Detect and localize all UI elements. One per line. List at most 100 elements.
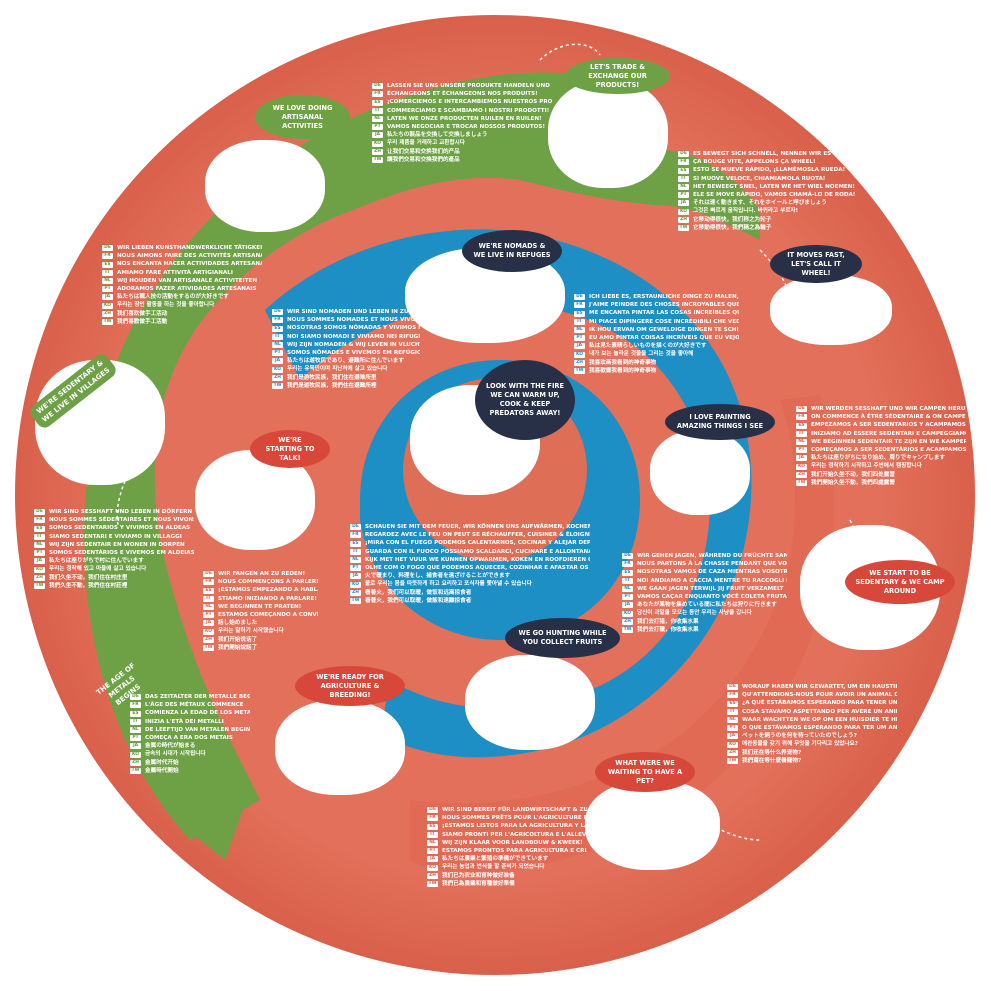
panel-line: ES¡COMERCIEMOS E INTERCAMBIEMOS NUESTROS… <box>372 98 552 106</box>
language-tag: TW <box>796 479 807 486</box>
panel-line-text: WE BEGINNEN TE PRATEN! <box>218 603 302 610</box>
language-tag: ES <box>203 587 214 594</box>
panel-line-text: 우리는 정착하기 시작하고 주변에서 캠핑합니다 <box>811 463 922 470</box>
language-tag: NL <box>102 277 113 284</box>
panel-line-text: 당신이 과일을 모으는 동안 우리는 사냥을 갑니다 <box>637 610 752 617</box>
panel-line-text: NOSOTRAS VAMOS DE CAZA MIENTRAS VOSOTROS… <box>637 569 787 576</box>
language-tag: JA <box>372 132 383 139</box>
language-tag: DE <box>574 294 585 301</box>
panel-line-text: ESTAMOS PRONTOS PARA AGRICULTURA E CRIAÇ… <box>442 848 587 855</box>
panel-line-text: ON COMMENCE À ÊTRE SÉDENTAIRE & ON CAMPE… <box>811 414 966 421</box>
language-tag: ES <box>34 525 45 532</box>
language-tag: PT <box>574 335 585 342</box>
language-tag: JA <box>574 343 585 350</box>
language-tag: ZH <box>727 749 738 756</box>
panel-line-text: SI MUOVE VELOCE, CHIAMIAMOLA RUOTA! <box>693 175 826 182</box>
language-tag: TW <box>350 597 361 604</box>
panel-line: DE ICH LIEBE ES, ERSTAUNLICHE DINGE ZU MA… <box>574 293 739 301</box>
panel-line-text: 金属の時代が始まる <box>145 743 196 750</box>
language-tag: IT <box>796 430 807 437</box>
language-tag: PT <box>102 286 113 293</box>
panel-line-text: ICH LIEBE ES, ERSTAUNLICHE DINGE ZU MALE… <box>589 294 739 300</box>
panel-line-text: SIAMO PRONTI PER L'AGRICOLTURA E L'ALLEV… <box>442 831 587 838</box>
panel-line-text: HET BEWEEGT SNEL, LATEN WE HET WIEL NOEM… <box>693 183 855 190</box>
panel-line-text: SOMOS SEDENTÁRIOS E VIVEMOS EM ALDEIAS <box>49 550 194 557</box>
language-tag: NL <box>203 603 214 610</box>
language-tag: ES <box>102 261 113 268</box>
language-tag: DE <box>427 807 438 814</box>
language-tag: NL <box>350 556 361 563</box>
language-tag: JA <box>678 200 689 207</box>
panel-line-text: 우리 제품을 거래하고 교환합시다 <box>387 140 465 147</box>
language-tag: FR <box>272 317 283 324</box>
language-tag: FR <box>372 91 383 98</box>
language-tag: NL <box>574 326 585 333</box>
language-tag: DE <box>102 245 113 252</box>
language-tag: DE <box>34 509 45 516</box>
language-tag: JA <box>622 602 633 609</box>
language-tag: DE <box>272 309 283 316</box>
language-tag: JA <box>727 733 738 740</box>
bubble-nomads: WE'RE NOMADS & WE LIVE IN REFUGES <box>462 230 562 272</box>
panel-line-text: COMEÇAMOS A SER SEDENTÁRIOS E ACAMPAMOS … <box>811 447 966 454</box>
panel-line-text: WIR SIND NOMADEN UND LEBEN IN ZUFLUCHTEN <box>287 309 420 315</box>
language-tag: NL <box>272 341 283 348</box>
panel-line-text: 애완동물을 갖기 위해 무엇을 기다리고 있었나요? <box>742 741 858 748</box>
panel-line: ES¡ESTAMOS EMPEZANDO A HABLAR! <box>203 586 318 594</box>
language-tag: ES <box>372 99 383 106</box>
panel-line-text: 讓我們交易和交換我們的產品 <box>387 156 460 163</box>
panel-line-text: 看著火，我們可以取暖，做飯和遠離掠食者 <box>365 597 472 604</box>
language-tag: TW <box>102 318 113 325</box>
panel-line-text: 我們是遊牧民族，我們住在避難所裡 <box>287 382 377 389</box>
panel-line-text: 불로 우리는 몸을 따뜻하게 하고 요리하고 포식자를 쫓아낼 수 있습니다 <box>365 581 532 588</box>
language-tag: ES <box>796 422 807 429</box>
language-tag: ZH <box>130 759 141 766</box>
language-tag: PT <box>203 612 214 619</box>
language-tag: KO <box>796 463 807 470</box>
panel-line-text: それは速く動きます、それをホイールと呼びましょう <box>693 200 827 207</box>
language-tag: NL <box>622 585 633 592</box>
panel-line-text: 火で暖まり、料理をし、捕食者を遠ざけることができます <box>365 573 511 580</box>
language-tag: JA <box>272 358 283 365</box>
panel-line-text: 우리는 정착해 있고 마을에 살고 있습니다 <box>49 566 147 573</box>
scene-painting <box>650 430 750 515</box>
panel-line-text: 우리는 유목민이며 피난처에 살고 있습니다 <box>287 366 388 373</box>
panel-line-text: 我們久坐不動，我們住在村莊裡 <box>49 582 128 589</box>
language-tag: ZH <box>34 574 45 581</box>
panel-line-text: 我們去打獵，你收集水果 <box>637 626 699 633</box>
bubble-sedentary-camp: WE START TO BE SEDENTARY & WE CAMP AROUN… <box>845 560 955 604</box>
panel-line: ES¡MIRA CON EL FUEGO PODEMOS CALENTARNOS… <box>350 539 590 547</box>
panel-line-text: COSA STAVAMO ASPETTANDO PER AVERE UN ANI… <box>742 708 897 715</box>
panel-line-text: COMMERCIAMO E SCAMBIAMO I NOSTRI PRODOTT… <box>387 107 550 114</box>
language-tag: NL <box>427 839 438 846</box>
panel-line-text: 금속의 시대가 시작됩니다 <box>145 751 206 758</box>
panel-line-text: QU'ATTENDIONS-NOUS POUR AVOIR UN ANIMAL … <box>742 692 897 699</box>
